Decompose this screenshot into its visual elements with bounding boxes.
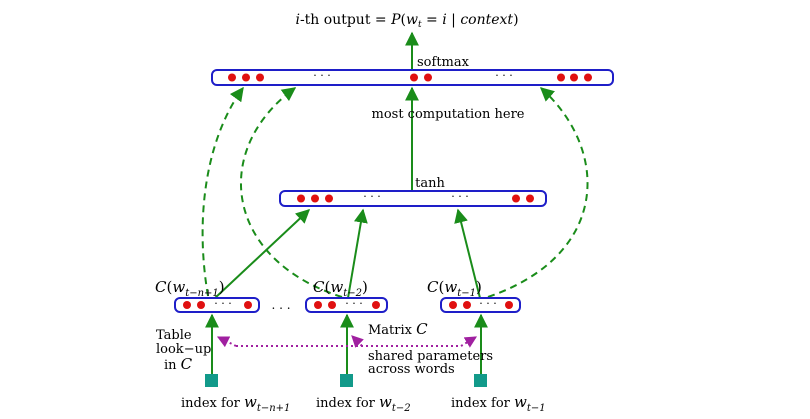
tanh-ellipsis: · · · (451, 190, 468, 203)
softmax-unit (256, 73, 264, 82)
input-label-2: index for wt−2 (316, 393, 411, 414)
across-words-label: across words (368, 362, 455, 377)
softmax-unit (410, 73, 418, 82)
input-square-1 (205, 374, 218, 387)
embedding-ellipsis: · · · (479, 297, 496, 310)
input-square-3 (474, 374, 487, 387)
embedding-ellipsis: · · · (345, 297, 362, 310)
tanh-unit (526, 194, 534, 203)
shared-parameters-link (460, 336, 478, 348)
embedding-unit (463, 301, 471, 309)
softmax-unit (584, 73, 592, 82)
tanh-layer: · · · · · · (279, 190, 547, 207)
embedding-box-frame (174, 297, 260, 313)
embedding-unit (372, 301, 380, 309)
matrix-c-label: Matrix C (368, 320, 428, 338)
embedding-box-2: · · · (305, 297, 388, 313)
tanh-unit (325, 194, 333, 203)
embedding-label-1: C(wt−n+1) (155, 278, 225, 299)
input-label-1: index for wt−n+1 (181, 393, 290, 414)
tanh-unit (311, 194, 319, 203)
shared-parameters-link (351, 335, 364, 348)
softmax-unit (228, 73, 236, 82)
most-computation-label: most computation here (372, 107, 525, 122)
embedding-unit (449, 301, 457, 309)
embedding-to-tanh-arrow (347, 208, 368, 299)
softmax-label: softmax (417, 55, 470, 70)
embedding-unit (314, 301, 322, 309)
table-lookup-line3: in C (164, 355, 193, 373)
softmax-unit (557, 73, 565, 82)
table-lookup-line1: Table (156, 328, 192, 343)
shared-parameters-label: shared parameters (368, 349, 493, 364)
embedding-box-frame (440, 297, 521, 313)
between-embeddings-ellipsis: . . . (271, 298, 290, 312)
softmax-unit (242, 73, 250, 82)
embedding-unit (244, 301, 252, 309)
embedding-unit (505, 301, 513, 309)
embedding-ellipsis: · · · (214, 297, 231, 310)
input-square-2 (340, 374, 353, 387)
tanh-unit (512, 194, 520, 203)
softmax-ellipsis: · · · (313, 69, 330, 82)
table-lookup-line2: look−up (156, 342, 211, 357)
embedding-label-3: C(wt−1) (427, 278, 482, 299)
direct-connection-arrow (239, 87, 343, 298)
input-label-3: index for wt−1 (451, 393, 546, 414)
tanh-unit (297, 194, 305, 203)
direct-connection-arrow (201, 86, 244, 297)
softmax-ellipsis: · · · (495, 69, 512, 82)
embedding-box-frame (305, 297, 388, 313)
softmax-layer: · · · · · · (211, 69, 614, 86)
embedding-unit (183, 301, 191, 309)
softmax-unit (570, 73, 578, 82)
softmax-unit (424, 73, 432, 82)
tanh-ellipsis: · · · (363, 190, 380, 203)
embedding-to-tanh-arrow (214, 209, 311, 299)
shared-parameters-link (216, 336, 237, 348)
embedding-box-1: · · · (174, 297, 260, 313)
embedding-unit (197, 301, 205, 309)
tanh-box (279, 190, 547, 207)
direct-connection-arrow (487, 87, 589, 298)
embedding-box-3: · · · (440, 297, 521, 313)
output-title: i-th output = P(wt = i | context) (295, 12, 518, 30)
embedding-unit (328, 301, 336, 309)
tanh-label: tanh (415, 176, 445, 191)
embedding-label-2: C(wt−2) (313, 278, 368, 299)
embedding-to-tanh-arrow (454, 208, 481, 299)
